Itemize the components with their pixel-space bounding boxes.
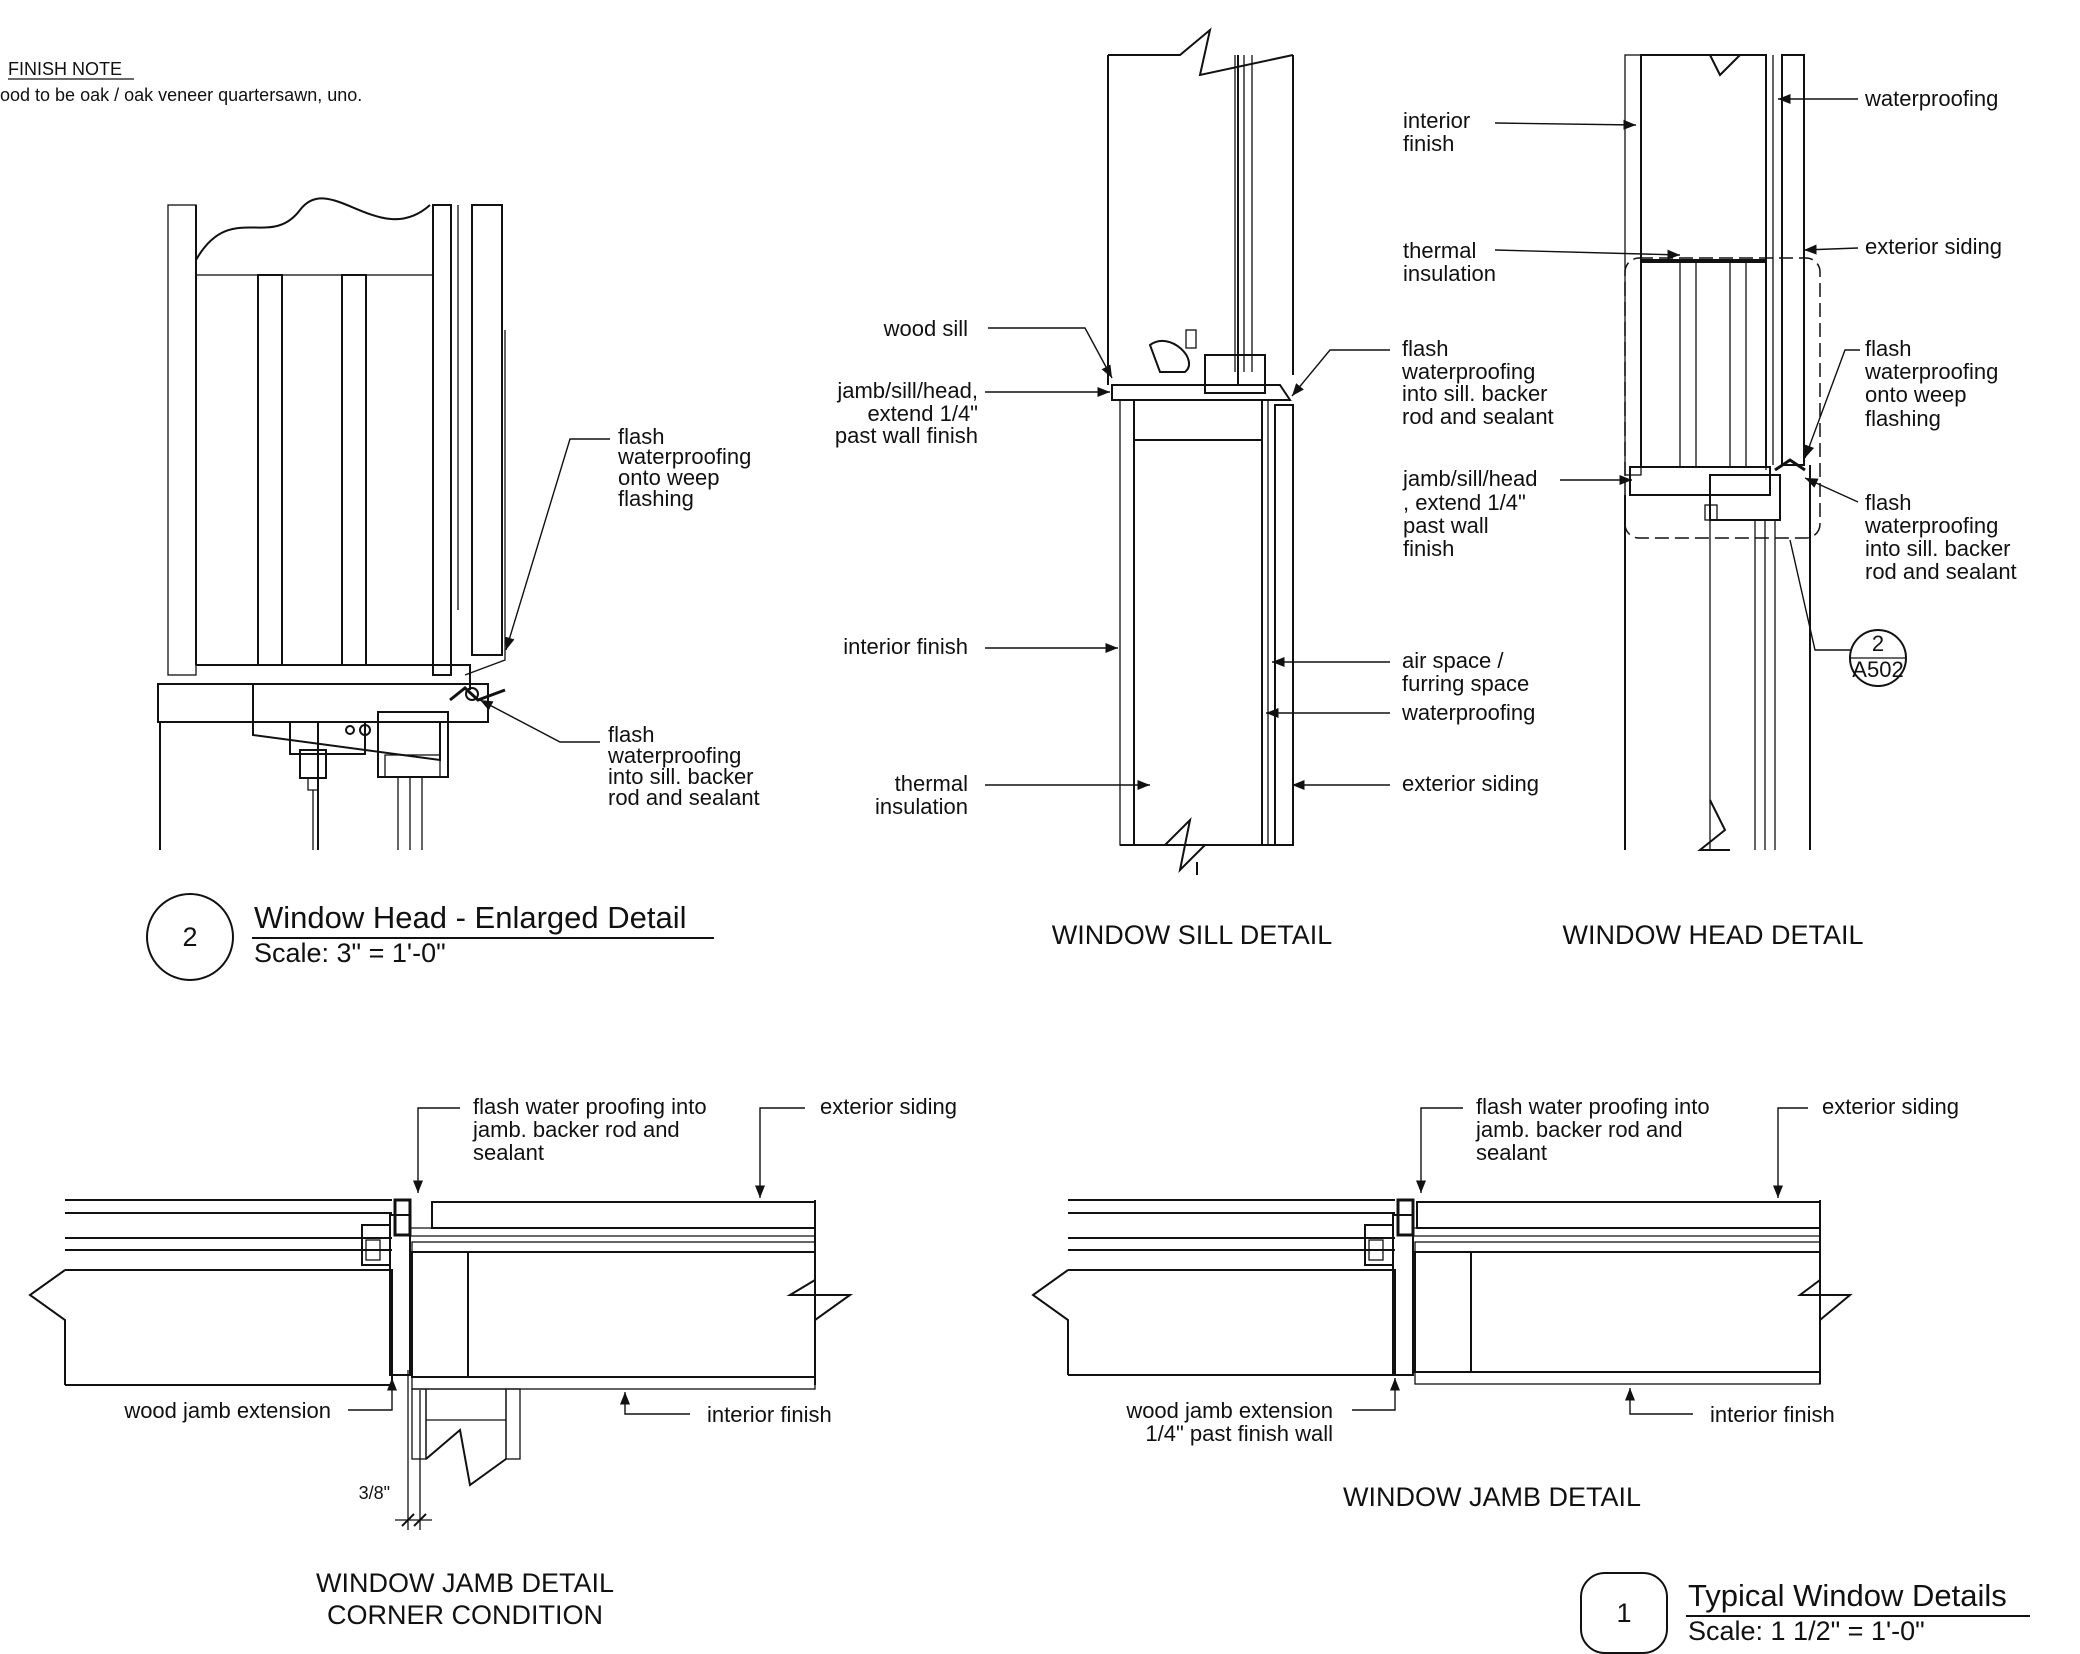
jamb-title: WINDOW JAMB DETAIL: [1343, 1482, 1641, 1512]
window-jamb-drawing: [1031, 1198, 1853, 1385]
sill-label-flash-3: into sill. backer: [1402, 381, 1548, 406]
sheet-title: Typical Window Details: [1688, 1578, 2007, 1613]
sill-label-thermal-1: thermal: [895, 771, 968, 796]
head-label-flash-weep-1: flash: [1865, 336, 1911, 361]
head-enlarged-title: Window Head - Enlarged Detail: [254, 900, 687, 935]
head-enlarged-flash-sill-3: into sill. backer: [608, 764, 754, 789]
head-enlarged-flash-weep-3: onto weep: [618, 465, 720, 490]
head-label-exterior-siding: exterior siding: [1865, 234, 2002, 259]
head-label-thermal-1: thermal: [1403, 238, 1476, 263]
detail-bubble-2-number: 2: [182, 922, 197, 952]
head-enlarged-flash-weep-4: flashing: [618, 486, 694, 511]
corner-label-wood-jamb: wood jamb extension: [123, 1398, 331, 1423]
jamb-label-interior-finish: interior finish: [1710, 1402, 1835, 1427]
head-label-flash-sill-3: into sill. backer: [1865, 536, 2011, 561]
sill-label-jamb-3: past wall finish: [835, 423, 978, 448]
detail-bubble-1: [1580, 1572, 1668, 1654]
window-head-enlarged-labels: flash waterproofing onto weep flashing f…: [479, 424, 760, 810]
head-enlarged-scale: Scale: 3" = 1'-0": [254, 938, 446, 968]
sill-label-interior-finish: interior finish: [843, 634, 968, 659]
corner-label-flash-3: sealant: [473, 1140, 544, 1165]
sill-label-flash-1: flash: [1402, 336, 1448, 361]
jamb-label-exterior-siding: exterior siding: [1822, 1094, 1959, 1119]
sill-label-wood-sill: wood sill: [883, 316, 968, 341]
sill-label-thermal-2: insulation: [875, 794, 968, 819]
sheet-scale: Scale: 1 1/2" = 1'-0": [1688, 1616, 1925, 1646]
head-enlarged-flash-sill-1: flash: [608, 722, 654, 747]
window-jamb-corner-drawing: [28, 1198, 854, 1487]
corner-label-interior-finish: interior finish: [707, 1402, 832, 1427]
jamb-label-flash-3: sealant: [1476, 1140, 1547, 1165]
head-label-thermal-2: insulation: [1403, 261, 1496, 286]
head-label-waterproofing: waterproofing: [1864, 86, 1998, 111]
head-enlarged-flash-sill-4: rod and sealant: [608, 785, 760, 810]
sill-label-jamb-1: jamb/sill/head,: [836, 378, 978, 403]
window-head-drawing: [1624, 54, 1821, 851]
detail-bubble-1-number: 1: [1616, 1598, 1631, 1628]
corner-dimension: 3/8": [359, 1483, 390, 1503]
window-jamb-labels: flash water proofing into jamb. backer r…: [1125, 1094, 1959, 1512]
head-label-jamb-1: jamb/sill/head: [1402, 466, 1538, 491]
jamb-label-wood-jamb-1: wood jamb extension: [1125, 1398, 1333, 1423]
sill-label-air-space-2: furring space: [1402, 671, 1529, 696]
finish-note-heading: FINISH NOTE: [8, 59, 122, 79]
head-label-flash-weep-3: onto weep: [1865, 382, 1967, 407]
window-head-labels: interior finish thermal insulation jamb/…: [1402, 86, 2017, 950]
head-label-flash-weep-2: waterproofing: [1864, 359, 1998, 384]
head-label-interior-2: finish: [1403, 131, 1454, 156]
corner-label-flash-2: jamb. backer rod and: [472, 1117, 680, 1142]
head-label-flash-sill-1: flash: [1865, 490, 1911, 515]
corner-label-exterior-siding: exterior siding: [820, 1094, 957, 1119]
sill-label-air-space-1: air space /: [1402, 648, 1504, 673]
window-head-enlarged-drawing: [157, 197, 506, 850]
head-label-interior-1: interior: [1403, 108, 1470, 133]
corner-title-1: WINDOW JAMB DETAIL: [316, 1568, 614, 1598]
corner-title-2: CORNER CONDITION: [327, 1600, 603, 1630]
head-title: WINDOW HEAD DETAIL: [1562, 920, 1863, 950]
jamb-label-flash-2: jamb. backer rod and: [1475, 1117, 1683, 1142]
window-jamb-corner-labels: flash water proofing into jamb. backer r…: [123, 1094, 957, 1630]
callout-sheet: A502: [1852, 657, 1903, 682]
head-enlarged-flash-weep-1: flash: [618, 424, 664, 449]
window-head-enlarged-title-block: 2 Window Head - Enlarged Detail Scale: 3…: [146, 893, 714, 981]
finish-note: FINISH NOTE ood to be oak / oak veneer q…: [0, 59, 362, 105]
finish-note-text: ood to be oak / oak veneer quartersawn, …: [0, 85, 362, 105]
jamb-label-flash-1: flash water proofing into: [1476, 1094, 1710, 1119]
window-sill-drawing: [1107, 27, 1294, 875]
sill-label-waterproofing: waterproofing: [1401, 700, 1535, 725]
sill-title: WINDOW SILL DETAIL: [1052, 920, 1333, 950]
head-label-flash-weep-4: flashing: [1865, 406, 1941, 431]
head-label-jamb-3: past wall: [1403, 513, 1489, 538]
sill-label-exterior-siding: exterior siding: [1402, 771, 1539, 796]
head-enlarged-flash-sill-2: waterproofing: [607, 743, 741, 768]
head-label-jamb-2: , extend 1/4": [1403, 490, 1526, 515]
head-label-flash-sill-4: rod and sealant: [1865, 559, 2017, 584]
head-label-jamb-4: finish: [1403, 536, 1454, 561]
callout-number: 2: [1872, 631, 1884, 656]
window-sill-labels: wood sill jamb/sill/head, extend 1/4" pa…: [835, 316, 1554, 950]
head-label-flash-sill-2: waterproofing: [1864, 513, 1998, 538]
sill-label-flash-4: rod and sealant: [1402, 404, 1554, 429]
detail-bubble-2: [146, 893, 234, 981]
sheet-title-block: 1 Typical Window Details Scale: 1 1/2" =…: [1580, 1572, 2030, 1654]
sill-label-flash-2: waterproofing: [1401, 359, 1535, 384]
corner-label-flash-1: flash water proofing into: [473, 1094, 707, 1119]
sill-label-jamb-2: extend 1/4": [867, 401, 978, 426]
jamb-label-wood-jamb-2: 1/4" past finish wall: [1145, 1421, 1333, 1446]
head-enlarged-flash-weep-2: waterproofing: [617, 444, 751, 469]
